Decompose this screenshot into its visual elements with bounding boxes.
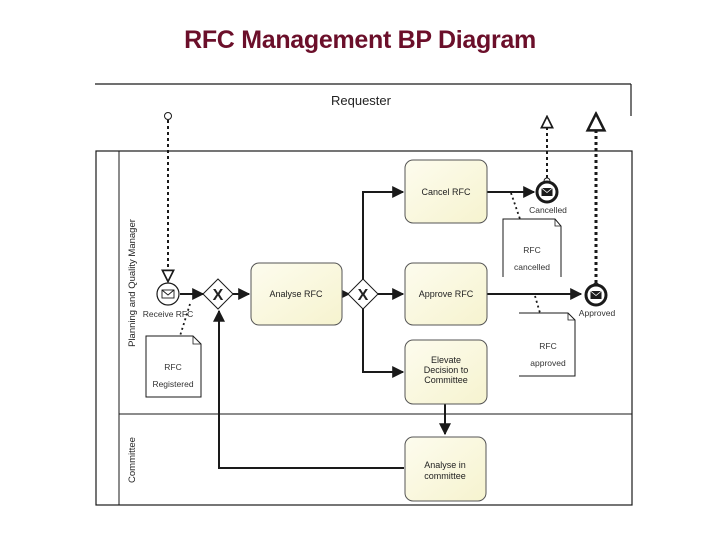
- gateway-merge[interactable]: X: [202, 278, 234, 310]
- task-label-line-2: committee: [424, 471, 466, 481]
- envelope-filled-icon: [541, 187, 553, 196]
- start-event-label: Receive RFC: [143, 309, 194, 319]
- end-event-approved-label: Approved: [579, 308, 616, 318]
- flow-decision-to-cancel: [362, 186, 405, 280]
- data-object-label-line-1: RFC: [539, 341, 556, 351]
- pool-requester-label: Requester: [331, 93, 392, 108]
- end-event-cancelled[interactable]: Cancelled: [529, 180, 567, 215]
- task-label-line-1: Analyse in: [424, 460, 466, 470]
- envelope-filled-icon: [590, 290, 602, 299]
- end-event-cancelled-label: Cancelled: [529, 205, 567, 215]
- lane-label-committee: Committee: [127, 437, 138, 483]
- pool-requester: Requester: [95, 83, 632, 116]
- task-label: Cancel RFC: [421, 187, 471, 197]
- sequence-flows: [180, 186, 583, 469]
- association-registered: [179, 303, 191, 337]
- task-cancel-rfc[interactable]: Cancel RFC: [404, 159, 488, 224]
- data-object-label-line-2: cancelled: [514, 262, 550, 272]
- flow-committee-to-merge: [213, 309, 404, 469]
- data-object-label-line-1: RFC: [164, 362, 181, 372]
- pool-main: Planning and Quality Manager Committee: [95, 150, 633, 506]
- data-object-label-line-2: Registered: [152, 379, 193, 389]
- task-label: Analyse RFC: [269, 289, 323, 299]
- envelope-icon: [161, 289, 175, 299]
- data-object-label-line-1: RFC: [523, 245, 540, 255]
- flow-decision-to-elevate: [362, 308, 405, 378]
- association-approved: [534, 295, 541, 314]
- task-elevate-decision[interactable]: Elevate Decision to Committee: [404, 339, 488, 405]
- data-associations: [179, 192, 541, 337]
- task-approve-rfc[interactable]: Approve RFC: [404, 262, 488, 326]
- task-label-line-1: Elevate: [431, 355, 461, 365]
- data-object-label-line-2: approved: [530, 358, 566, 368]
- task-label-line-3: Committee: [424, 375, 468, 385]
- task-label-line-2: Decision to: [424, 365, 469, 375]
- data-object-rfc-cancelled[interactable]: RFC cancelled: [502, 218, 562, 277]
- lane-label-planning-quality-manager: Planning and Quality Manager: [127, 219, 138, 347]
- task-analyse-in-committee[interactable]: Analyse in committee: [404, 436, 487, 502]
- page-title: RFC Management BP Diagram: [184, 26, 536, 54]
- data-object-rfc-registered[interactable]: RFC Registered: [145, 335, 202, 398]
- message-flow-source-circle: [164, 112, 172, 120]
- start-event-receive-rfc[interactable]: Receive RFC: [143, 282, 194, 319]
- association-cancelled: [510, 192, 521, 220]
- end-event-approved[interactable]: Approved: [579, 283, 616, 318]
- gateway-decision[interactable]: X: [347, 278, 379, 310]
- exclusive-gateway-x-icon: X: [358, 287, 369, 304]
- task-label: Approve RFC: [419, 289, 474, 299]
- data-object-rfc-approved[interactable]: RFC approved: [519, 312, 576, 377]
- task-analyse-rfc[interactable]: Analyse RFC: [250, 262, 343, 326]
- exclusive-gateway-x-icon: X: [213, 287, 224, 304]
